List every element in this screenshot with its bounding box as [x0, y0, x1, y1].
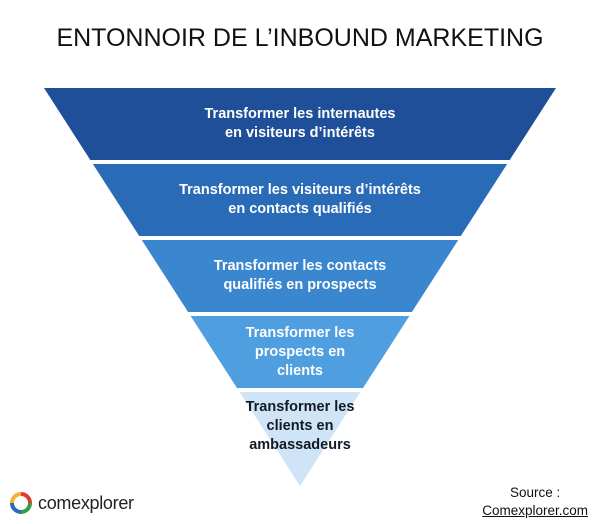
funnel-stage-2-line-1: Transformer les visiteurs d’intérêts: [179, 182, 421, 198]
logo-text: comexplorer: [38, 492, 134, 513]
source-link[interactable]: Comexplorer.com: [482, 503, 588, 518]
funnel-stage-5: [239, 392, 361, 486]
funnel-stage-3: [141, 240, 459, 312]
funnel-stage-5-label: Transformer les clients en ambassadeurs: [100, 398, 500, 455]
funnel-stage-4-label: Transformer les prospects en clients: [100, 324, 500, 381]
funnel-stage-3-label: Transformer les contacts qualifiés en pro…: [100, 257, 500, 295]
funnel-stage-2: [92, 164, 508, 236]
source-credit: Source : Comexplorer.com: [482, 484, 588, 520]
funnel-stage-4-line-1: Transformer les: [245, 324, 355, 341]
source-label: Source :: [509, 485, 561, 500]
funnel-stage-3-line-1: Transformer les contacts: [213, 258, 387, 274]
comexplorer-logo-icon: [10, 492, 32, 514]
funnel-stage-4: [190, 316, 410, 388]
funnel-stage-5-line-3: ambassadeurs: [249, 436, 351, 453]
funnel-stage-4-line-3: clients: [277, 362, 323, 379]
funnel-stage-1-line-2: en visiteurs d’intérêts: [225, 125, 375, 141]
diagram-title: ENTONNOIR DE L’INBOUND MARKETING: [56, 24, 544, 52]
funnel-stage-4-line-2: prospects en: [254, 343, 346, 360]
funnel-stage-1-line-1: Transformer les internautes: [204, 106, 396, 122]
funnel-stage-5-line-1: Transformer les: [245, 398, 355, 415]
funnel-stage-2-label: Transformer les visiteurs d’intérêts en c…: [100, 181, 500, 219]
comexplorer-logo[interactable]: comexplorer: [10, 490, 134, 516]
funnel-stage-2-line-2: en contacts qualifiés: [228, 201, 372, 217]
funnel-stage-1-label: Transformer les internautes en visiteurs …: [100, 105, 500, 143]
funnel-stage-5-line-2: clients en: [266, 417, 334, 434]
funnel-stage-1: [44, 88, 556, 160]
funnel-stage-3-line-2: qualifiés en prospects: [223, 277, 377, 293]
